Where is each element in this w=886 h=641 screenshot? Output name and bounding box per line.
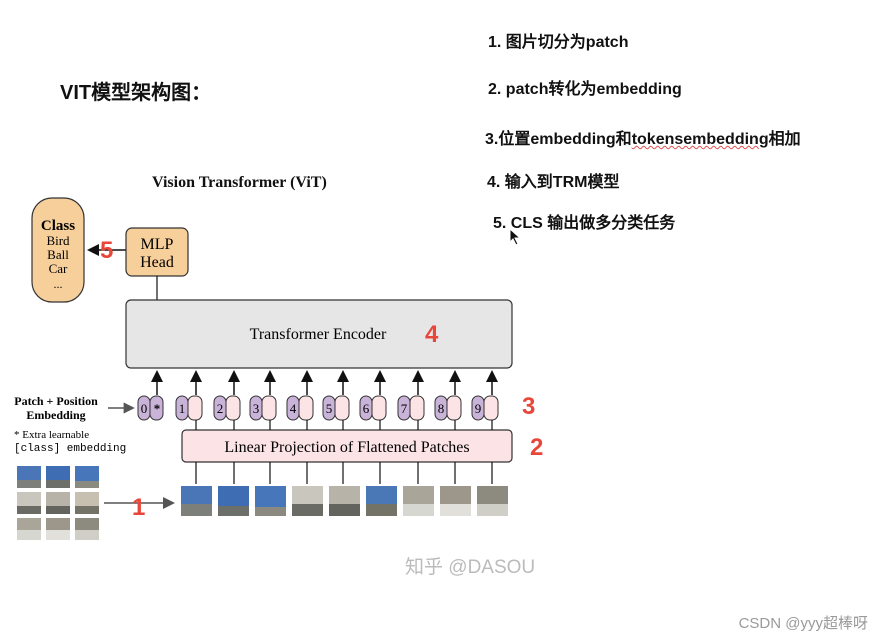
mlp-head-line2: Head (140, 254, 174, 271)
token-number-1: 1 (179, 401, 186, 416)
token-number-3: 3 (253, 401, 260, 416)
class-box (31, 197, 85, 303)
annotation-1: 1 (132, 494, 145, 521)
step-3-suffix: 相加 (768, 131, 801, 148)
annotation-5: 5 (100, 237, 113, 264)
step-3: 3.位置embedding和tokensembedding相加 (485, 125, 801, 149)
step-5: 5. CLS 输出做多分类任务 (493, 215, 676, 232)
extra-note-line2: [class] embedding (14, 443, 126, 455)
step-3-underlined: tokensembedding (631, 131, 769, 148)
annotation-2: 2 (530, 434, 543, 461)
patch-position-label-line2: Embedding (26, 408, 85, 422)
embedding-tokens (137, 395, 499, 421)
extra-note-line1: * Extra learnable (14, 429, 89, 441)
linear-projection-box (181, 429, 513, 463)
class-item: Ball (47, 247, 69, 262)
token-number-9: 9 (475, 401, 482, 416)
transformer-encoder-label: Transformer Encoder (250, 326, 387, 343)
linear-projection-label: Linear Projection of Flattened Patches (224, 439, 469, 456)
flattened-patches (181, 486, 508, 516)
mlp-head-line1: MLP (141, 236, 174, 253)
source-image-grid (17, 466, 99, 540)
class-box-title: Class (41, 218, 75, 234)
class-token-star: * (154, 401, 161, 416)
token-number-0: 0 (141, 401, 148, 416)
vit-diagram: Class Bird Ball Car ... 5 MLP Head Trans… (14, 197, 543, 540)
watermark: 知乎 @DASOU (405, 557, 536, 578)
annotation-4: 4 (425, 321, 439, 348)
footer-credit: CSDN @yyy超棒呀 (738, 615, 868, 632)
step-3-prefix: 3.位置embedding和 (485, 131, 632, 148)
token-number-8: 8 (438, 401, 445, 416)
annotation-3: 3 (522, 393, 535, 420)
patch-position-label-line1: Patch + Position (14, 394, 98, 408)
transformer-encoder-box (125, 299, 513, 369)
token-number-5: 5 (326, 401, 333, 416)
mouse-cursor-icon (509, 228, 522, 246)
step-4: 4. 输入到TRM模型 (487, 174, 620, 191)
token-to-encoder-arrows (151, 370, 498, 395)
token-number-4: 4 (290, 401, 297, 416)
page-title: VIT模型架构图： (60, 82, 212, 104)
step-2: 2. patch转化为embedding (488, 81, 682, 98)
diagram-title: Vision Transformer (ViT) (152, 174, 327, 191)
class-item: Bird (46, 233, 70, 248)
class-item: ... (54, 277, 63, 291)
token-number-7: 7 (401, 401, 408, 416)
step-1: 1. 图片切分为patch (488, 34, 629, 51)
token-number-2: 2 (217, 401, 224, 416)
token-number-6: 6 (363, 401, 370, 416)
patch-to-projection-lines (195, 462, 493, 484)
class-item: Car (49, 261, 68, 276)
